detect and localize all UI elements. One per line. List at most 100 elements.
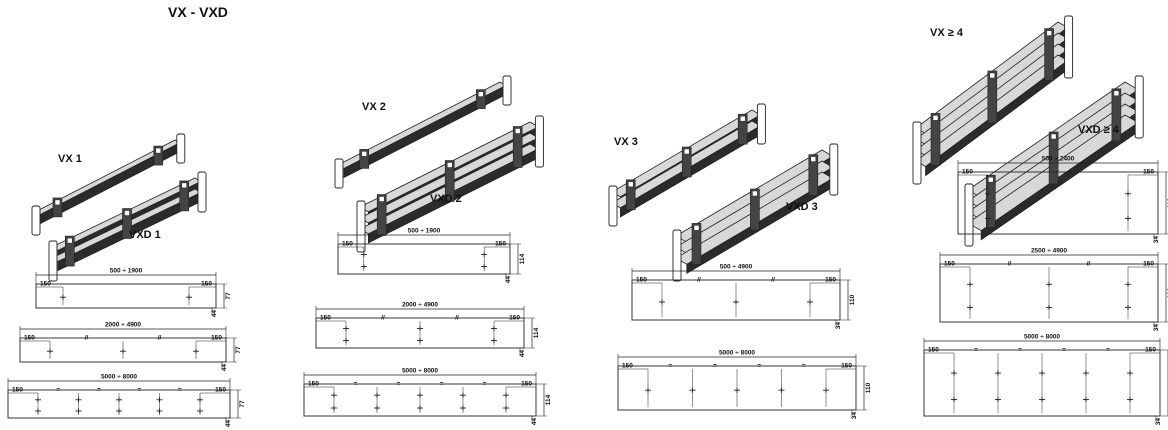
clamp-detail [810,156,817,162]
beam-end-post [672,229,682,282]
left-edge-label: 150 [622,363,633,370]
clamp-bracket [691,223,702,265]
spacing-mark: = [1106,347,1110,354]
left-edge-label: 150 [944,261,955,268]
clamp-bracket [681,146,692,178]
vx-beam-iso [912,15,1074,185]
length-range-label: 2500 ÷ 4900 [1031,248,1067,255]
bottom-offset-label: 34 [1153,236,1160,244]
length-range-label: 500 ÷ 1900 [110,268,143,275]
spacing-mark: = [802,363,806,370]
beam-end-post [334,158,344,189]
bottom-offset-label: 44 [211,310,218,318]
clamp-detail [54,199,61,206]
length-range-label: 5000 ÷ 8000 [402,368,438,375]
spacing-mark: = [1062,347,1066,354]
length-range-label: 500 ÷ 2400 [1042,156,1075,163]
right-edge-label: 150 [521,381,532,388]
bottom-offset-label: 34 [1155,418,1162,426]
plate-section: 500 ÷ 240015015011034 [957,156,1168,244]
plate-outline [303,383,537,417]
plate-outline [35,283,217,309]
clamp-bracket [122,208,132,239]
bottom-offset-label: 44 [519,350,526,358]
spacing-mark: // [381,315,385,322]
beam-end-post [197,171,207,213]
clamp-detail [1050,133,1057,140]
right-edge-label: 150 [495,241,506,248]
left-edge-label: 150 [962,169,973,176]
left-edge-label: 150 [928,347,939,354]
spacing-mark: // [771,277,775,284]
height-label: 114 [545,394,552,405]
spacing-mark: = [178,387,182,394]
beam-end-post [176,133,186,164]
clamp-bracket [444,160,455,202]
clamp-detail [739,115,746,122]
clamp-bracket [1111,88,1122,142]
length-range-label: 5000 ÷ 8000 [101,374,137,381]
group-vx3: VX 3 VXD 3 [608,103,839,282]
plate-outline [337,243,511,275]
clamp-bracket [1048,131,1059,185]
clamp-bracket [153,145,164,166]
vxd-beam-iso [356,115,544,253]
beam-end-post [534,115,544,168]
right-edge-label: 150 [211,335,222,342]
clamp-bracket [750,188,760,231]
clamp-detail [752,190,758,197]
vx-beam-iso [334,75,512,189]
clamp-bracket [65,235,75,267]
length-range-label: 5000 ÷ 8000 [719,350,755,357]
plate-outline [631,279,841,321]
left-edge-label: 150 [24,335,35,342]
plate-drawings: 500 ÷ 1900 150 150 77 44 2000 ÷ 4900 150 150 // /… [7,156,1168,428]
vxd-beam-iso [48,171,207,282]
spacing-mark: // [1087,261,1091,268]
vx-label: VX ≥ 4 [930,27,964,39]
spacing-mark: = [483,381,487,388]
clamp-detail [627,181,634,188]
clamp-detail [67,237,73,244]
height-label: 77 [239,400,246,408]
clamp-detail [378,196,385,202]
bottom-offset-label: 44 [505,276,512,284]
clamp-bracket [1044,28,1054,81]
right-edge-label: 150 [509,315,520,322]
left-edge-label: 150 [342,241,353,248]
plate-outline [617,365,857,411]
left-edge-label: 150 [320,315,331,322]
plate-outline [19,337,227,363]
clamp-bracket [737,113,748,145]
spacing-mark: = [440,381,444,388]
vxd-label: VXD 2 [430,193,462,205]
plate-outline [957,171,1159,235]
clamp-detail [988,176,994,183]
clamp-detail [361,151,367,157]
bottom-offset-label: 44 [225,420,232,428]
beam-end-post [502,75,512,106]
spacing-mark: = [974,347,978,354]
vxd-beam-iso [964,75,1144,247]
height-label: 77 [235,346,242,354]
vx-beam-iso [31,133,186,236]
length-range-label: 2000 ÷ 4900 [402,302,438,309]
clamp-detail [989,72,996,79]
right-edge-label: 150 [841,363,852,370]
clamp-detail [1046,30,1052,36]
left-edge-label: 150 [40,281,51,288]
spacing-mark: // [158,335,162,342]
bottom-offset-label: 34 [835,322,842,330]
vxd-beam-iso [672,143,839,282]
spacing-mark: = [668,363,672,370]
vx-label: VX 1 [58,153,82,165]
spacing-mark: = [397,381,401,388]
right-edge-label: 150 [825,277,836,284]
plate-outline [7,389,231,419]
vx-label: VX 2 [362,101,386,113]
